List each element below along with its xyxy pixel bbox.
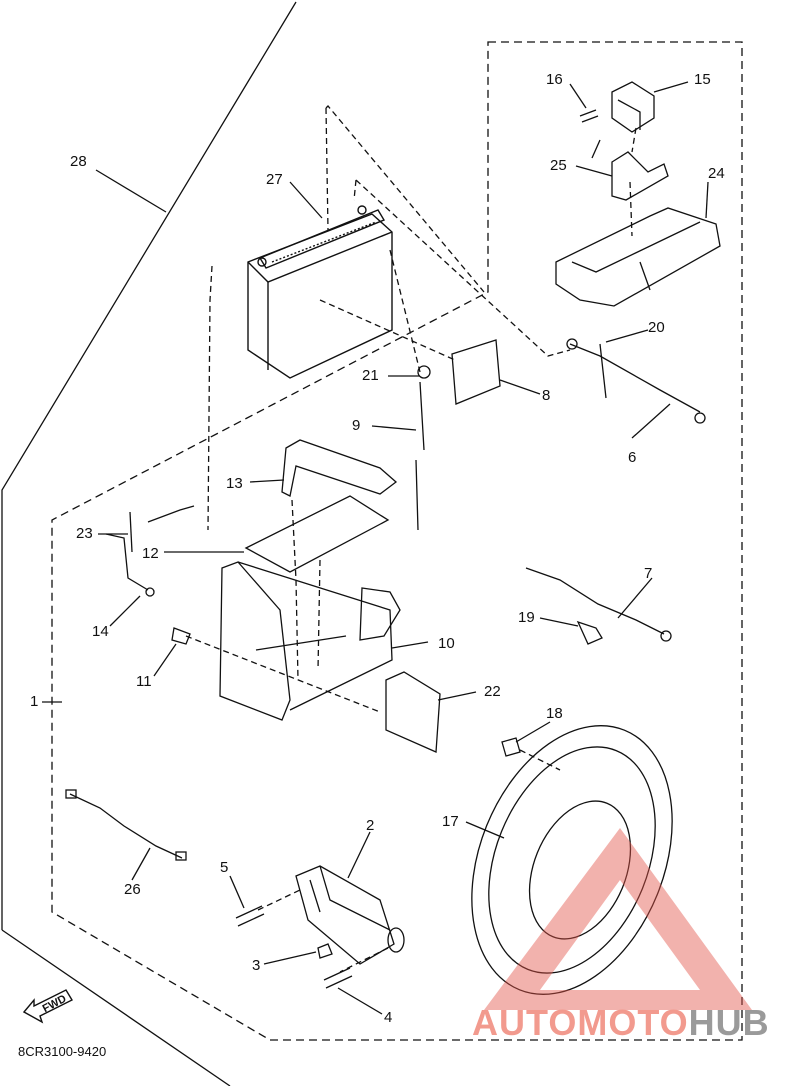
battery-case bbox=[219, 561, 401, 721]
relay-bracket bbox=[611, 151, 669, 201]
callout-20: 20 bbox=[648, 319, 665, 336]
positive-lead bbox=[525, 567, 665, 635]
starter-motor bbox=[295, 865, 405, 965]
fwd-arrow-icon bbox=[22, 989, 73, 1024]
callout-24: 24 bbox=[708, 165, 725, 182]
callout-14: 14 bbox=[92, 623, 109, 640]
callout-7: 7 bbox=[644, 565, 653, 582]
callout-1: 1 bbox=[30, 693, 39, 710]
diagram-code: 8CR3100-9420 bbox=[18, 1044, 107, 1059]
callout-4: 4 bbox=[384, 1009, 393, 1026]
nut bbox=[317, 943, 333, 959]
callout-3: 3 bbox=[252, 957, 261, 974]
insulator-pad bbox=[385, 671, 441, 753]
callout-11: 11 bbox=[136, 673, 152, 690]
clamp bbox=[576, 620, 603, 645]
callout-23: 23 bbox=[76, 525, 93, 542]
sub-lead bbox=[147, 505, 195, 523]
hose-clip bbox=[417, 365, 431, 379]
watermark-triangle bbox=[484, 828, 752, 1010]
breather-hose bbox=[415, 381, 425, 531]
callout-22: 22 bbox=[484, 683, 501, 700]
callout-2: 2 bbox=[366, 817, 375, 834]
callout-18: 18 bbox=[546, 705, 563, 722]
callout-9: 9 bbox=[352, 417, 361, 434]
callout-28: 28 bbox=[70, 153, 87, 170]
callout-6: 6 bbox=[628, 449, 637, 466]
battery-pad bbox=[451, 339, 501, 405]
cover-plate bbox=[244, 495, 390, 573]
battery-box-cover bbox=[555, 207, 721, 307]
callout-17: 17 bbox=[442, 813, 459, 830]
watermark-part2: HUB bbox=[688, 1002, 770, 1043]
callout-21: 21 bbox=[362, 367, 379, 384]
outer-frame-line bbox=[1, 929, 231, 1086]
negative-lead bbox=[569, 343, 701, 413]
callout-15: 15 bbox=[694, 71, 711, 88]
bolt bbox=[323, 967, 353, 989]
callout-25: 25 bbox=[550, 157, 567, 174]
callout-10: 10 bbox=[438, 635, 455, 652]
wire-harness-lead bbox=[69, 793, 183, 859]
battery bbox=[247, 205, 393, 379]
callout-19: 19 bbox=[518, 609, 535, 626]
starter-rotor bbox=[471, 725, 673, 995]
kit-outline-dashed bbox=[51, 41, 743, 1041]
battery-band bbox=[281, 439, 398, 497]
callout-27: 27 bbox=[266, 171, 283, 188]
callout-16: 16 bbox=[546, 71, 563, 88]
bolt bbox=[171, 627, 191, 645]
callout-5: 5 bbox=[220, 859, 229, 876]
watermark-part1: AUTOMOTO bbox=[472, 1002, 689, 1043]
callout-13: 13 bbox=[226, 475, 243, 492]
starter-relay bbox=[591, 81, 655, 159]
watermark-logo: AUTOMOTOHUB bbox=[472, 1002, 770, 1044]
bolt bbox=[235, 905, 265, 927]
bolt bbox=[501, 737, 521, 757]
bolt bbox=[579, 109, 599, 123]
callout-26: 26 bbox=[124, 881, 141, 898]
callout-8: 8 bbox=[542, 387, 551, 404]
callout-12: 12 bbox=[142, 545, 159, 562]
outer-frame-line bbox=[1, 1, 297, 930]
